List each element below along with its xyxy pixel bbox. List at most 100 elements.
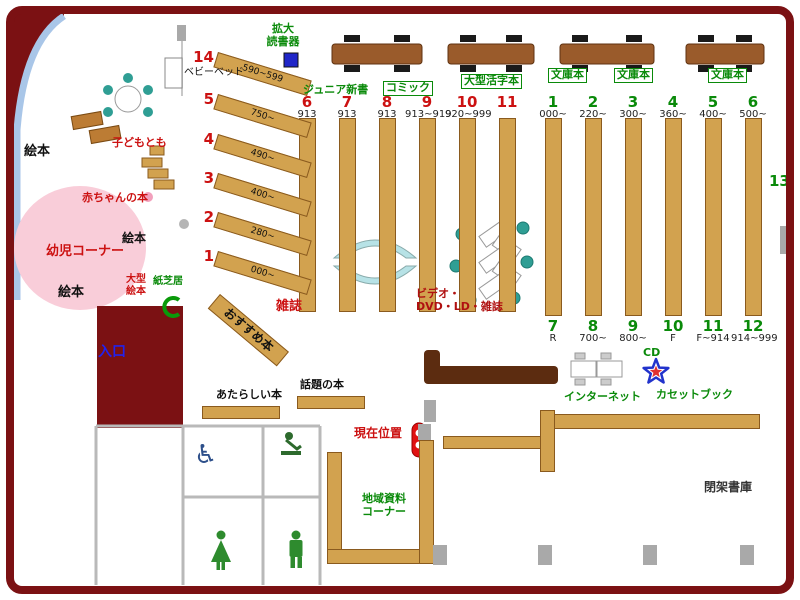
section-large-print: 大型活字本 <box>461 74 522 89</box>
step-shelf <box>153 179 175 190</box>
stack-range: 913 <box>337 109 357 120</box>
chair <box>600 352 612 360</box>
pink-stool-icon <box>143 192 153 202</box>
chair <box>600 378 612 386</box>
service-counter <box>424 350 558 384</box>
stack-number: 5 <box>707 93 719 111</box>
bookshelf <box>705 118 722 316</box>
reading-table <box>447 35 535 72</box>
baby-books-label: 赤ちゃんの本 <box>82 191 148 204</box>
chair <box>572 35 588 42</box>
stack-range: 920~999 <box>445 109 492 120</box>
kodomo-tomo-label: 子どもとも <box>112 136 167 149</box>
stack-range: F~914 <box>696 333 730 344</box>
table <box>685 43 765 65</box>
large-ehon-line2: 絵本 <box>126 285 146 297</box>
baby-books-area <box>14 186 146 310</box>
stack-range: 914~999 <box>731 333 778 344</box>
picture-books-label: 絵本 <box>122 231 147 245</box>
kids-table <box>70 110 104 131</box>
kids-table <box>88 124 122 145</box>
leg <box>290 557 295 568</box>
baby-icon-head <box>285 432 293 440</box>
step-shelf <box>149 145 165 156</box>
topic-books-shelf <box>297 396 365 409</box>
magazines-label: 雑誌 <box>276 299 303 314</box>
stool-icon <box>103 107 113 117</box>
kids-round-table <box>114 85 142 113</box>
stack-range: F <box>670 333 676 344</box>
chair <box>698 65 714 72</box>
chair <box>736 35 752 42</box>
shelf-number: 2 <box>203 208 214 226</box>
bookshelf <box>419 118 436 312</box>
magnifier-marker <box>283 52 299 68</box>
chair <box>506 65 522 72</box>
stack-number: 6 <box>747 93 759 111</box>
table <box>447 43 535 65</box>
section-bunko: 文庫本 <box>614 68 653 83</box>
head <box>216 530 226 540</box>
bookshelf <box>499 118 516 312</box>
reading-table <box>685 35 765 72</box>
stack-range: 800~ <box>619 333 647 344</box>
restroom-walls <box>94 424 322 585</box>
chair <box>506 35 522 42</box>
counter-part <box>424 366 558 384</box>
bookshelf <box>665 118 682 316</box>
stack-range: R <box>549 333 557 344</box>
local-corner-line2: コーナー <box>362 504 406 518</box>
leg <box>297 557 302 568</box>
closed-stacks-label: 閉架書庫 <box>704 480 753 494</box>
shelf-number: 3 <box>203 169 214 187</box>
stack-number: 9 <box>421 93 433 111</box>
stack-range: 913 <box>297 109 317 120</box>
chair <box>460 65 476 72</box>
wheelchair-icon: ♿ <box>194 440 217 470</box>
wall-pillar <box>424 400 436 422</box>
shelf-number: 5 <box>203 90 214 108</box>
cassette-book-label: カセットブック <box>656 388 733 401</box>
bookshelf <box>540 410 555 472</box>
infant-corner-label: 幼児コーナー <box>46 244 125 259</box>
shelf-number: 1 <box>203 247 214 265</box>
bookshelf <box>459 118 476 312</box>
picture-books-label: 絵本 <box>24 144 51 159</box>
head <box>291 530 301 540</box>
bookshelf <box>745 118 762 316</box>
wall-pillar <box>740 545 754 565</box>
kamishibai-label: 紙芝居 <box>153 276 183 287</box>
step-shelf <box>141 157 163 168</box>
bookshelf <box>585 118 602 316</box>
baby-icon-body <box>285 438 302 451</box>
reading-tables <box>331 35 765 72</box>
chair <box>394 35 410 42</box>
stool-icon <box>516 221 530 235</box>
stack-number: 11 <box>496 93 518 111</box>
stool-icon <box>103 85 113 95</box>
video-dvd-label: ビデオ・ DVD・LD・雑誌 <box>416 287 503 313</box>
kids-stools <box>103 73 153 117</box>
stack-number: 10 <box>662 317 684 335</box>
magnifier-label-line2: 読書器 <box>266 34 300 48</box>
stack-number: 1 <box>547 93 559 111</box>
woman-icon <box>211 530 231 570</box>
stack-number: 8 <box>381 93 393 111</box>
stack-number: 10 <box>456 93 478 111</box>
stack-number: 6 <box>301 93 313 111</box>
stack-range: 360~ <box>659 109 687 120</box>
stool-icon <box>143 85 153 95</box>
bookshelf <box>443 436 542 449</box>
entrance-wall <box>97 306 183 428</box>
new-books-label: あたらしい本 <box>216 388 282 401</box>
dress <box>211 540 231 562</box>
stack-range: 220~ <box>579 109 607 120</box>
internet-table <box>596 360 623 378</box>
cd-label: CD <box>643 346 661 359</box>
baby-changing-icon <box>281 432 302 455</box>
magnifier-label: 拡大 読書器 <box>254 22 312 48</box>
body <box>289 540 303 557</box>
wall-pillar <box>177 25 186 41</box>
chair <box>344 35 360 42</box>
wall-pillar <box>780 226 787 254</box>
